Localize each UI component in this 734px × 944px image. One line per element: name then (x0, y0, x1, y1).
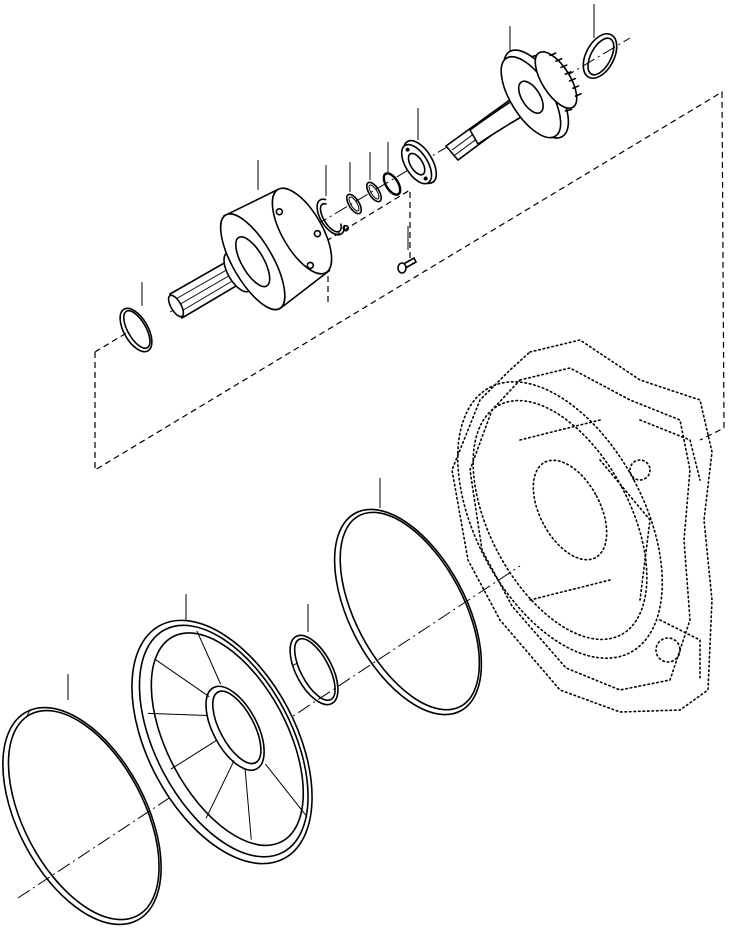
assembly-frame-line (94, 90, 725, 472)
snap-ring-top-right (582, 33, 618, 79)
retainer-front-face (219, 213, 286, 311)
thrust-washer-1 (345, 193, 363, 215)
seal-ring-left-inner (122, 309, 151, 350)
seal-ring-left-outer (119, 307, 153, 353)
bottom-snap-ring-gap (26, 709, 31, 717)
retainer-flange (219, 187, 333, 311)
snap-ring-large (333, 508, 483, 716)
piston-center-bore (205, 685, 265, 771)
case-flange-ring-inner (472, 399, 648, 641)
seal-ring-small (289, 634, 339, 706)
bolt (397, 256, 418, 274)
washer-1-inner (348, 196, 360, 212)
case-boss (655, 637, 681, 663)
piston-dish (131, 619, 313, 865)
gear-hub (517, 80, 544, 114)
hub-snap-ring-outer (316, 198, 346, 236)
washer-3-ring (382, 172, 402, 196)
hub-spline-lines (173, 267, 235, 313)
gear-wheel (500, 49, 573, 139)
case-inner-outline (469, 367, 691, 691)
small-seal-inner (293, 637, 336, 702)
washer-1-ring (345, 193, 363, 215)
snap-ring-inner (587, 37, 615, 76)
gear-small (534, 51, 582, 109)
hub-shaft-end (167, 294, 185, 318)
thrust-washer-3 (382, 172, 402, 196)
bearing (400, 139, 438, 185)
hub-snap-ring-inner (319, 202, 342, 233)
piston-rim-inner (138, 624, 309, 858)
hub-shaft-end-face (167, 294, 185, 318)
bearing-ball (405, 147, 410, 152)
output-gear-shaft (444, 49, 582, 162)
retainer-hub-shaft (167, 187, 333, 320)
large-snap-ring-inner (339, 511, 481, 711)
bolt-head (397, 262, 407, 274)
case-ribs (519, 419, 651, 601)
large-snap-ring-outer (333, 508, 483, 716)
washer-2-inner (368, 184, 380, 200)
frame-connector-left (94, 331, 129, 353)
retainer-bore (235, 236, 271, 288)
case-boss (629, 459, 651, 481)
washer-2-ring (365, 181, 383, 203)
retainer-back-face (271, 187, 333, 275)
thrust-washer-2 (365, 181, 383, 203)
case-side-ribs (639, 419, 701, 681)
small-seal-gap (293, 662, 298, 666)
case-flange-ring (456, 381, 664, 659)
retainer-bolt-hole (313, 229, 322, 238)
upper-axis-line (169, 37, 631, 313)
hub-snap-ring-eye (342, 224, 350, 232)
bolt-guide-line (327, 188, 411, 302)
snap-ring-outer (582, 33, 618, 79)
case-outline (451, 339, 713, 713)
gear-small-teeth (549, 52, 582, 97)
retainer-bolt-hole (306, 261, 315, 270)
retainer-bolt-hole (275, 207, 284, 216)
transmission-case (451, 339, 713, 713)
bottom-snap-ring-outer (2, 706, 162, 926)
seal-ring-left (119, 307, 153, 353)
bearing-ball (423, 176, 428, 181)
piston-ribs (147, 630, 308, 840)
small-seal-outer (289, 634, 339, 706)
case-bore (532, 459, 608, 561)
snap-ring-hub (316, 198, 350, 236)
snap-ring-bottom-left (2, 706, 162, 926)
leader-lines (67, 4, 595, 700)
piston-center-bore-inner (212, 690, 262, 765)
